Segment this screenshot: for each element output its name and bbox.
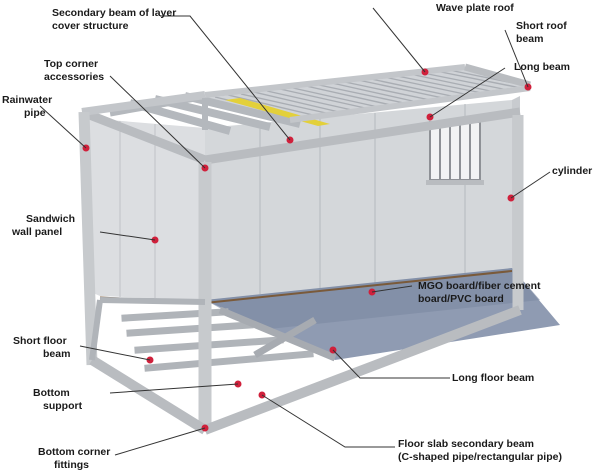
sandwich-wall-panel [86, 118, 205, 300]
floor-diagonal-beams [218, 306, 337, 362]
back-long-beam-top [81, 91, 206, 116]
label-mgo: MGO board/fiber cement board/PVC board [418, 280, 541, 305]
label-cylinder: cylinder [552, 165, 593, 177]
label-secondary-beam: Secondary beam of layer cover structure [52, 7, 177, 32]
label-short-roof: Short roof beam [516, 20, 567, 45]
label-bottom-corner: Bottom corner fittings [38, 446, 111, 471]
back-bottom-beam [99, 297, 206, 305]
label-wave-plate: Wave plate roof [436, 2, 514, 14]
front-long-beam-top-2 [204, 107, 521, 165]
label-top-corner: Top corner accessories [44, 58, 105, 83]
wave-plate-roof [205, 68, 530, 118]
window [426, 121, 484, 185]
label-floor-slab: Floor slab secondary beam (C-shaped pipe… [398, 438, 562, 463]
label-bottom-support: Bottom support [33, 387, 83, 412]
label-sandwich: Sandwich wall panel [12, 213, 76, 238]
label-short-floor: Short floor beam [13, 335, 71, 360]
left-bottom-side [89, 299, 103, 361]
left-wall-seams [119, 121, 156, 298]
floor-shadow [205, 268, 540, 330]
label-long-floor: Long floor beam [452, 372, 535, 384]
long-beam-right [289, 85, 531, 123]
short-roof-beam [464, 63, 531, 89]
floor-edge-back [204, 270, 513, 304]
label-long-beam: Long beam [514, 61, 571, 73]
front-long-beam-top [80, 107, 207, 165]
leader-lines [39, 7, 551, 456]
long-floor-beam [203, 305, 522, 435]
left-short-floor-beam [89, 355, 208, 435]
left-front-column [78, 111, 98, 366]
label-rainwater: Rainwater pipe [2, 94, 53, 119]
